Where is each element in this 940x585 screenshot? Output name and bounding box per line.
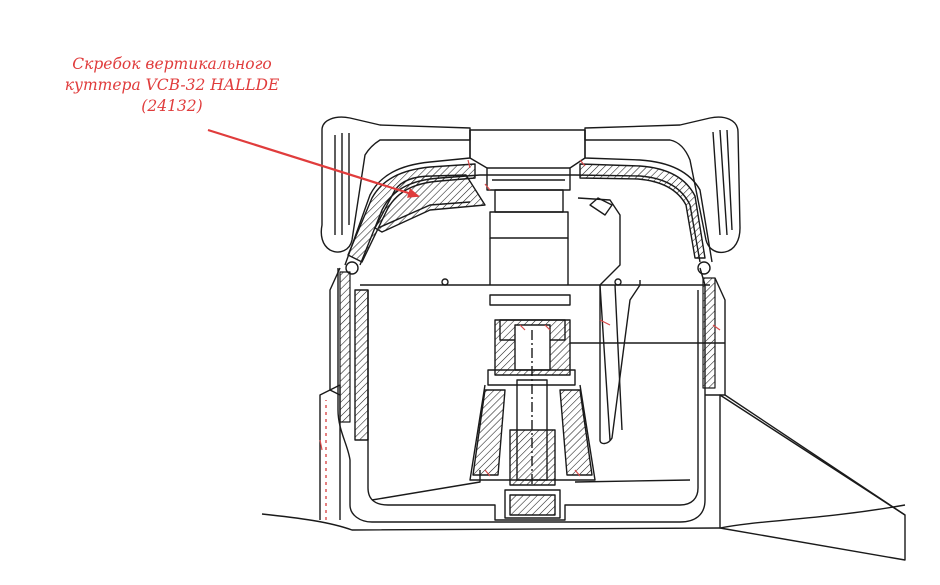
inner-bowl-floor — [371, 470, 481, 501]
feed-tube-step — [487, 167, 570, 181]
part-label-line-1: Скребок вертикального — [72, 55, 272, 73]
fastener-right — [697, 261, 711, 275]
feed-tube-body — [489, 238, 569, 285]
bowl-wall-left-hatch — [354, 289, 369, 441]
part-label-line-2: куттера VCB-32 HALLDE — [64, 76, 280, 94]
housing-wall-right-hatch — [702, 277, 716, 389]
housing-right-outer — [705, 277, 726, 396]
housing-left-outer — [329, 267, 341, 396]
lid-pin-left — [441, 278, 449, 286]
shaft-base-nut-hatch — [509, 494, 556, 516]
scraper-blade-right — [599, 284, 623, 441]
right-handle — [584, 116, 741, 254]
part-label: Скребок вертикального куттера VCB-32 HAL… — [52, 54, 292, 117]
scraper-arm-right — [577, 197, 641, 445]
feed-tube-neck — [489, 211, 569, 239]
shaft-housing-skirt — [487, 369, 576, 386]
lid-hatch-band-right — [579, 163, 706, 259]
highlight-marks — [319, 159, 721, 477]
feed-tube-collar — [494, 189, 564, 213]
knife-disc — [489, 294, 571, 306]
left-handle-ribs — [334, 133, 350, 235]
inner-bowl — [367, 290, 699, 521]
shaft-cone-hatch-right — [559, 389, 593, 476]
left-support — [319, 384, 341, 520]
outer-housing — [337, 267, 706, 523]
lid-pin-right — [614, 278, 622, 286]
base-surface — [261, 504, 906, 531]
scraper-edge — [377, 201, 471, 229]
shaft-cone-hatch-left — [472, 389, 506, 476]
fastener-left — [345, 261, 359, 275]
lid-outer — [344, 129, 713, 266]
part-label-line-3: (24132) — [141, 97, 203, 115]
right-support — [719, 394, 906, 561]
pointer-arrow — [207, 128, 420, 198]
scraper-clip — [589, 197, 613, 216]
left-handle — [320, 116, 471, 253]
inner-bowl-floor-right — [574, 479, 691, 483]
shaft-base-nut — [504, 489, 561, 519]
right-handle-ribs — [712, 129, 733, 236]
feed-tube — [469, 130, 586, 191]
stand-diagonal — [724, 394, 906, 516]
housing-wall-left-hatch — [339, 271, 351, 423]
shaft-core-hatch — [509, 429, 556, 486]
